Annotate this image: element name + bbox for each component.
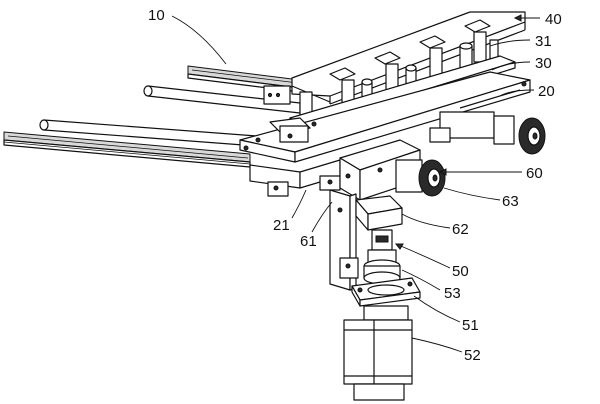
base-frame-20 <box>239 71 531 163</box>
reference-labels: 10 40 31 30 20 60 63 62 21 61 50 53 51 5… <box>148 7 562 364</box>
front-rod <box>39 119 271 148</box>
label-61: 61 <box>300 233 317 250</box>
gearbox-60 <box>339 139 446 201</box>
label-10: 10 <box>148 7 165 24</box>
leader-lines <box>171 14 540 353</box>
label-50: 50 <box>452 263 469 280</box>
label-60: 60 <box>526 165 543 182</box>
side-plate-61 <box>329 189 359 291</box>
label-40: 40 <box>545 11 562 28</box>
label-63: 63 <box>502 193 519 210</box>
label-52: 52 <box>464 347 481 364</box>
back-slide-block <box>263 85 291 105</box>
label-51: 51 <box>462 317 479 334</box>
lower-carriage-21 <box>249 159 341 197</box>
shaft-assembly-50 <box>363 229 401 285</box>
motor-52 <box>343 305 413 401</box>
label-31: 31 <box>535 33 552 50</box>
label-20: 20 <box>538 83 555 100</box>
upper-right-drive <box>429 89 546 155</box>
label-30: 30 <box>535 55 552 72</box>
motor-flange-51 <box>351 277 421 307</box>
front-guide-rail <box>3 131 251 168</box>
label-21: 21 <box>273 217 290 234</box>
label-53: 53 <box>444 285 461 302</box>
label-62: 62 <box>452 221 469 238</box>
coupling-block-62 <box>355 195 403 231</box>
